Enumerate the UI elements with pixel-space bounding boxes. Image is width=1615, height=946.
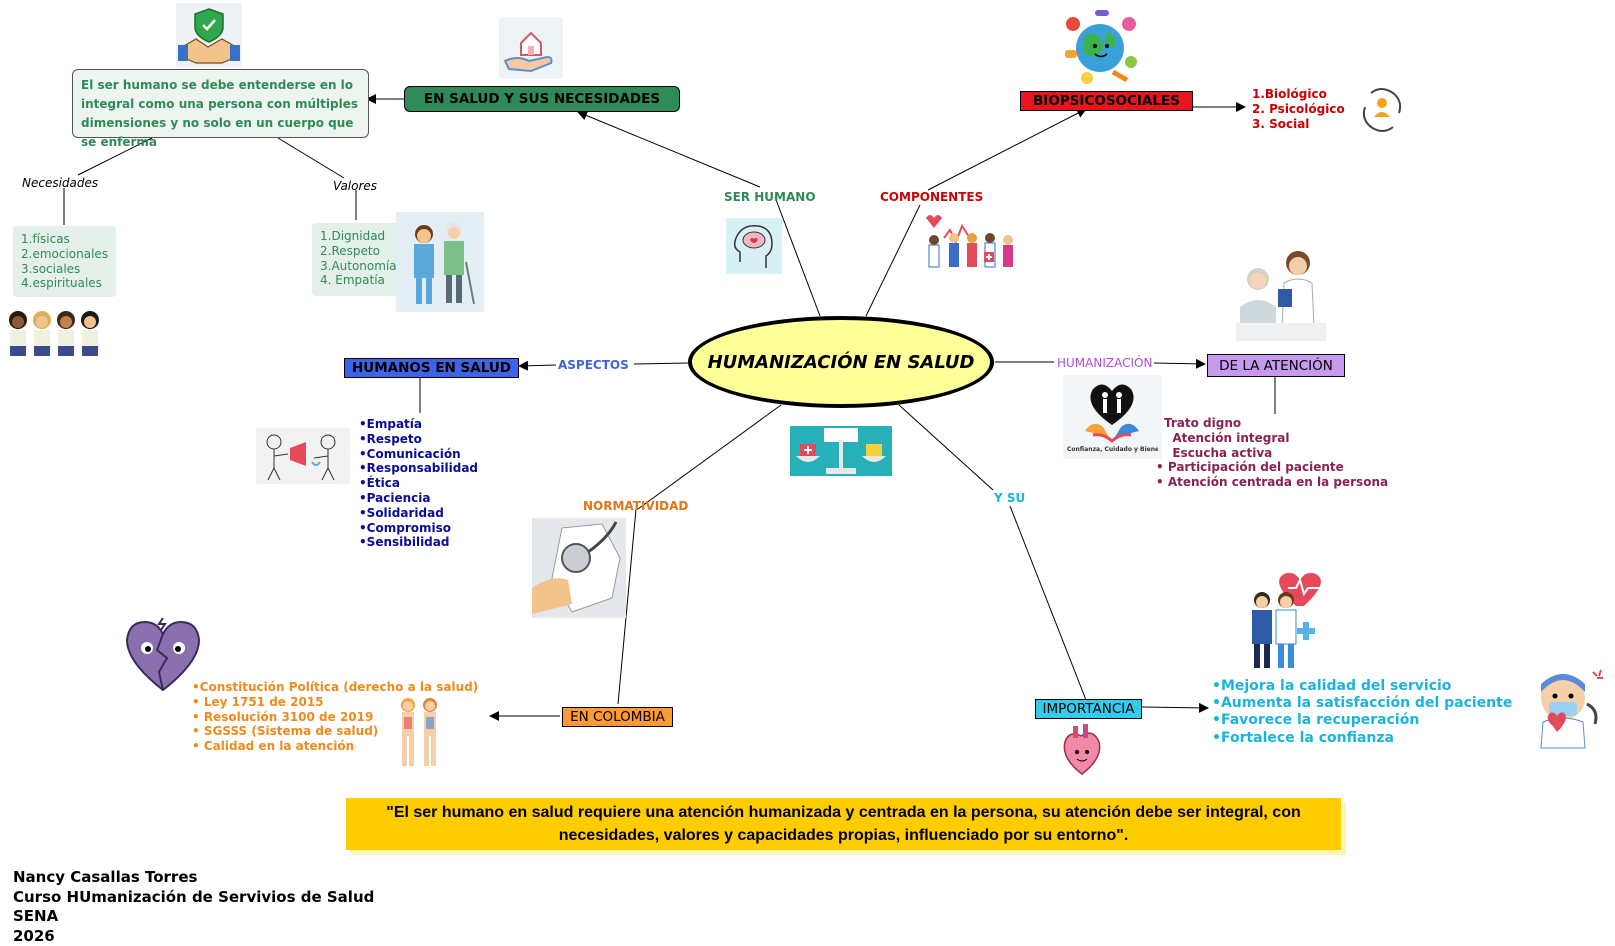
node-de-la-atencion[interactable]: DE LA ATENCIÓN [1207, 354, 1345, 377]
aspects-list: •Empatía •Respeto •Comunicación •Respons… [359, 417, 478, 550]
line-comp-bio [928, 109, 1086, 190]
connector-necesidades: Necesidades [22, 176, 98, 190]
earth-health-icon [1055, 6, 1145, 86]
values-list: 1.Dignidad 2.Respeto 3.Autonomía 4. Empa… [320, 229, 397, 288]
line-aspectos-humanos [519, 365, 556, 366]
need-item: 3.sociales [21, 262, 108, 277]
author-year: 2026 [13, 927, 374, 946]
need-item: 2.emocionales [21, 247, 108, 262]
node-importancia[interactable]: IMPORTANCIA [1035, 699, 1142, 719]
brain-head-icon [726, 218, 782, 274]
definition-box: El ser humano se debe entenderse en lo i… [72, 69, 369, 138]
importance-item: •Favorece la recuperación [1212, 712, 1512, 729]
handshake-icon [176, 3, 242, 67]
nurse-elderly-icon [396, 212, 484, 312]
node-biopsicosociales-label: BIOPSICOSOCIALES [1033, 93, 1180, 109]
doctor-heart-icon [1240, 570, 1330, 670]
anatomical-heart-icon [1059, 724, 1105, 776]
attention-item: • Atención centrada en la persona [1156, 475, 1388, 490]
aspect-item: •Comunicación [359, 447, 478, 462]
node-en-colombia[interactable]: EN COLOMBIA [562, 707, 673, 727]
justice-scale-icon [790, 426, 892, 476]
attention-item: • Participación del paciente [1156, 460, 1388, 475]
line-center-comp [866, 205, 920, 316]
author-course: Curso HUmanización de Servivios de Salud [13, 888, 374, 908]
aspect-item: •Empatía [359, 417, 478, 432]
value-item: 4. Empatía [320, 273, 397, 288]
node-en-salud[interactable]: EN SALUD Y SUS NECESIDADES [404, 86, 680, 112]
doctor-patient-icon [1236, 243, 1326, 341]
people-group-icon [4, 306, 102, 360]
importance-item: •Fortalece la confianza [1212, 730, 1512, 747]
values-box: 1.Dignidad 2.Respeto 3.Autonomía 4. Empa… [312, 223, 408, 296]
quote-text: "El ser humano en salud requiere una ate… [386, 804, 1301, 844]
need-item: 1.físicas [21, 232, 108, 247]
communication-sketch-icon [256, 428, 350, 484]
node-biopsicosociales[interactable]: BIOPSICOSOCIALES [1020, 91, 1193, 111]
aspect-item: •Ética [359, 476, 478, 491]
line-center-ysu [899, 405, 993, 490]
connector-componentes: COMPONENTES [880, 190, 983, 204]
node-atencion-label: DE LA ATENCIÓN [1219, 358, 1333, 374]
aspect-item: •Respeto [359, 432, 478, 447]
author-org: SENA [13, 907, 374, 927]
children-anatomy-icon [395, 695, 443, 771]
author-name: Nancy Casallas Torres [13, 868, 374, 888]
line-importancia-list [1142, 707, 1208, 708]
components-list: 1.Biológico 2. Psicológico 3. Social [1252, 87, 1345, 131]
connector-humanizacion: HUMANIZACIÓN [1057, 356, 1152, 370]
line-hum-atencion [1154, 363, 1205, 364]
line-def-valores [278, 138, 344, 178]
central-topic-label: HUMANIZACIÓN EN SALUD [708, 352, 975, 373]
attention-list: Trato digno Atención integral Escucha ac… [1156, 416, 1388, 490]
author-block: Nancy Casallas Torres Curso HUmanización… [13, 868, 374, 946]
node-colombia-label: EN COLOMBIA [570, 709, 665, 725]
line-ysu-importancia [1010, 506, 1086, 700]
aspect-item: •Sensibilidad [359, 535, 478, 550]
house-in-hand-icon [499, 17, 563, 79]
central-topic[interactable]: HUMANIZACIÓN EN SALUD [688, 316, 994, 408]
node-en-salud-label: EN SALUD Y SUS NECESIDADES [424, 91, 660, 107]
connector-y-su: Y SU [994, 491, 1025, 505]
connector-valores: Valores [333, 179, 377, 193]
line-ser-ensalud [578, 112, 760, 187]
needs-box: 1.físicas 2.emocionales 3.sociales 4.esp… [13, 226, 116, 297]
needs-list: 1.físicas 2.emocionales 3.sociales 4.esp… [21, 232, 108, 291]
component-item: 1.Biológico [1252, 87, 1345, 102]
need-item: 4.espirituales [21, 276, 108, 291]
importance-list: •Mejora la calidad del servicio •Aumenta… [1212, 678, 1512, 747]
node-humanos-label: HUMANOS EN SALUD [352, 360, 511, 376]
value-item: 2.Respeto [320, 244, 397, 259]
connector-aspectos: ASPECTOS [558, 358, 629, 372]
doctor-mascot-icon [1523, 664, 1609, 750]
connector-normatividad: NORMATIVIDAD [583, 499, 688, 513]
care-logo: Confianza, Cuidado y Bienestar [1063, 375, 1162, 459]
component-item: 2. Psicológico [1252, 102, 1345, 117]
medical-team-icon [920, 208, 1020, 278]
connector-ser-humano: SER HUMANO [724, 190, 816, 204]
aspect-item: •Responsabilidad [359, 461, 478, 476]
hand-person-icon [1355, 83, 1409, 137]
attention-item: Trato digno [1164, 416, 1388, 431]
attention-item: Atención integral [1164, 431, 1388, 446]
node-importancia-label: IMPORTANCIA [1043, 701, 1135, 717]
care-logo-text: Confianza, Cuidado y Bienestar [1067, 446, 1158, 453]
aspect-item: •Compromiso [359, 521, 478, 536]
line-center-norm [638, 405, 781, 509]
stethoscope-map-icon [532, 518, 626, 618]
broken-heart-icon [123, 616, 203, 696]
importance-item: •Aumenta la satisfacción del paciente [1212, 695, 1512, 712]
line-center-aspectos [634, 363, 688, 364]
value-item: 1.Dignidad [320, 229, 397, 244]
component-item: 3. Social [1252, 117, 1345, 132]
node-humanos-en-salud[interactable]: HUMANOS EN SALUD [344, 358, 519, 378]
quote-box: "El ser humano en salud requiere una ate… [346, 798, 1341, 850]
aspect-item: •Solidaridad [359, 506, 478, 521]
attention-item: Escucha activa [1164, 446, 1388, 461]
aspect-item: •Paciencia [359, 491, 478, 506]
importance-item: •Mejora la calidad del servicio [1212, 678, 1512, 695]
value-item: 3.Autonomía [320, 259, 397, 274]
norm-item: •Constitución Política (derecho a la sal… [192, 680, 478, 695]
